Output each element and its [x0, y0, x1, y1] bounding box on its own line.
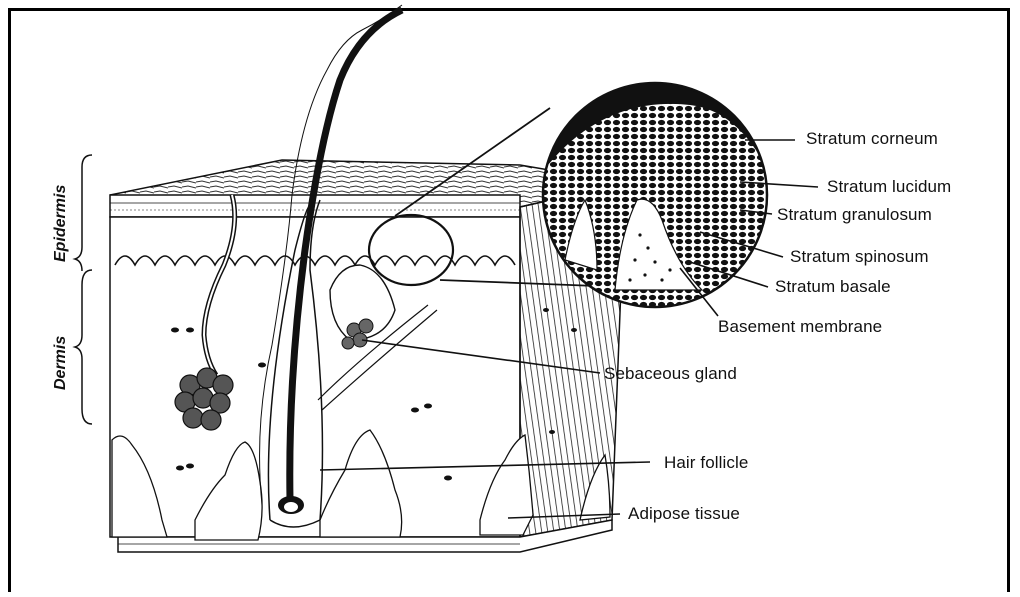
label-stratum-granulosum: Stratum granulosum	[777, 205, 932, 225]
epidermis-brace	[75, 155, 92, 271]
label-stratum-lucidum: Stratum lucidum	[827, 177, 951, 197]
label-sebaceous-gland: Sebaceous gland	[604, 364, 737, 384]
label-stratum-basale: Stratum basale	[775, 277, 891, 297]
label-basement-membrane: Basement membrane	[718, 317, 882, 337]
layer-braces	[75, 155, 92, 424]
label-adipose-tissue: Adipose tissue	[628, 504, 740, 524]
label-stratum-corneum: Stratum corneum	[806, 129, 938, 149]
label-hair-follicle: Hair follicle	[664, 453, 748, 473]
label-stratum-spinosum: Stratum spinosum	[790, 247, 929, 267]
label-dermis: Dermis	[52, 336, 70, 390]
label-epidermis: Epidermis	[52, 185, 70, 262]
dermis-brace	[75, 270, 92, 424]
